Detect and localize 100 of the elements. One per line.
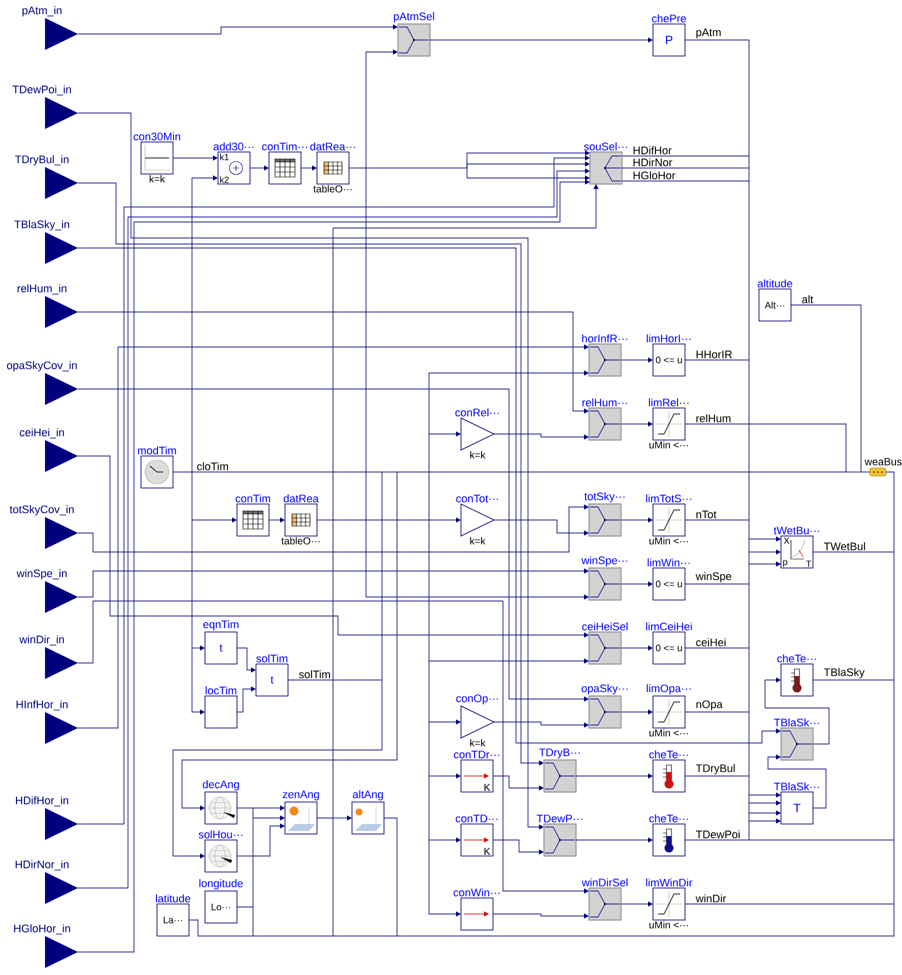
block-label: solTim (256, 654, 288, 662)
connection-line (428, 434, 430, 520)
parameter-label: uMin <··· (650, 921, 688, 928)
block-text: Alt··· (764, 302, 784, 308)
input-label: TDryBul_in (15, 155, 68, 166)
connection-line (748, 648, 750, 712)
edge-label: relHum (695, 414, 732, 423)
connection-line (252, 808, 254, 818)
connection-line (748, 538, 750, 552)
block-label: pAtmSel (394, 12, 434, 22)
block-label: cheTe··· (649, 814, 688, 822)
block-text: 0 <= u (656, 356, 682, 364)
block-label: latitude (156, 894, 190, 902)
port-label: k2 (220, 176, 229, 183)
connection-line (622, 180, 750, 182)
block-label: limRel··· (648, 398, 688, 406)
block-label: modTim (138, 446, 176, 454)
block-text: 0 <= u (656, 580, 682, 588)
connection-line (428, 370, 589, 434)
connection-line (428, 722, 430, 776)
connection-line (252, 906, 254, 936)
block-label: cheTe··· (777, 654, 816, 662)
connection-line (252, 818, 254, 856)
connection-line (252, 856, 254, 908)
block-text: P (666, 36, 672, 44)
block-label: conRel··· (455, 408, 499, 416)
connection-line (748, 424, 846, 472)
block-text: t (220, 644, 222, 652)
block-label: TBlaSk··· (774, 718, 819, 726)
connection-line (252, 823, 285, 856)
block-label: add30··· (214, 142, 254, 150)
edge-label: winSpe (695, 572, 732, 583)
connection-line (332, 818, 334, 936)
parameter-label: k=k (470, 537, 486, 544)
block-label: limHorI··· (646, 334, 691, 342)
port-label: k1 (220, 154, 229, 160)
input-label: HDirNor_in (16, 860, 68, 870)
input-label: HGloHor_in (14, 924, 70, 934)
edge-label: nOpa (695, 700, 724, 711)
block-text: La··· (164, 916, 182, 924)
edge-label: TWetBul (823, 542, 866, 551)
block-label: winSpe··· (581, 556, 628, 566)
block-label: solHou··· (198, 830, 242, 838)
edge-label: HDirNor (632, 158, 673, 167)
connection-line (748, 180, 750, 360)
block-label: conTD··· (456, 814, 498, 822)
connection-line (366, 49, 398, 520)
connection-line (748, 712, 750, 776)
connection-line (78, 24, 398, 34)
block-label: altAng (352, 790, 383, 800)
block-label: zenAng (282, 790, 319, 800)
connection-line (886, 472, 894, 552)
edge-label: HDifHor (632, 146, 672, 155)
input-label: winDir_in (19, 635, 64, 646)
block-label: longitude (199, 879, 243, 890)
connection-line (748, 564, 750, 584)
connection-line (748, 156, 750, 168)
parameter-label: tableO··· (313, 185, 352, 192)
connection-line (748, 794, 750, 804)
edge-label: TDewPoi (695, 830, 741, 839)
connection-line (348, 161, 590, 168)
block-text: t (270, 676, 274, 684)
block-label: opaSky··· (582, 684, 628, 694)
edge-label: TDryBul (695, 764, 736, 775)
edge-label: cloTim (196, 462, 230, 471)
block-label: altitude (758, 279, 792, 288)
bus-label: weaBus (864, 458, 902, 466)
input-label: HDifHor_in (16, 796, 68, 806)
input-label: HInfHor_in (16, 700, 68, 710)
connection-line (428, 660, 430, 722)
input-label: pAtm_in (22, 6, 62, 16)
connection-line (748, 552, 750, 564)
edge-label: solTim (298, 670, 332, 679)
connection-line (384, 818, 398, 936)
edge-label: winDir (695, 894, 727, 903)
connection-line (428, 776, 430, 840)
input-label: ceiHei_in (20, 428, 64, 438)
connection-line (684, 40, 750, 156)
parameter-label: k=k (470, 739, 486, 746)
block-label: limOpa··· (646, 684, 691, 694)
block-text: T (794, 804, 800, 812)
edge-label: pAtm (695, 28, 722, 39)
parameter-label: k=k (470, 451, 486, 458)
connection-line (790, 304, 862, 472)
block-label: chePre (652, 14, 686, 22)
input-label: TBlaSky_in (14, 220, 70, 230)
block-text: K (484, 848, 490, 855)
connection-line (764, 677, 830, 744)
block-label: totSky··· (584, 492, 624, 502)
connection-line (188, 920, 254, 936)
block-label: winDirSel (582, 878, 628, 886)
connection-line (748, 520, 750, 540)
block-label: limWinDir (646, 878, 692, 886)
edge-label: ceiHei (695, 638, 727, 647)
connection-line (748, 812, 750, 822)
block-text: Lo··· (212, 904, 230, 910)
input-label: TDewPoi_in (12, 85, 71, 96)
connection-line (236, 686, 256, 712)
block-label: datRea (284, 494, 319, 502)
connection-line (748, 802, 750, 814)
